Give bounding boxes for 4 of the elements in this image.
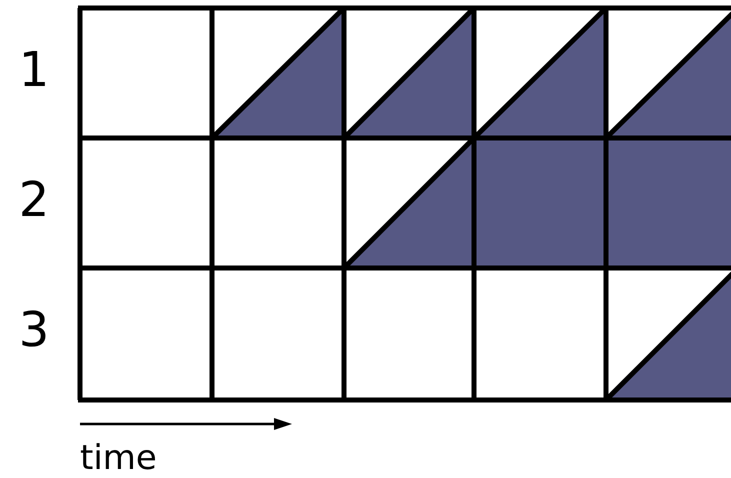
row-number: 3 (18, 301, 50, 360)
row-number: 1 (18, 41, 50, 100)
axis-label: time (80, 438, 157, 478)
row-number: 2 (18, 171, 50, 230)
